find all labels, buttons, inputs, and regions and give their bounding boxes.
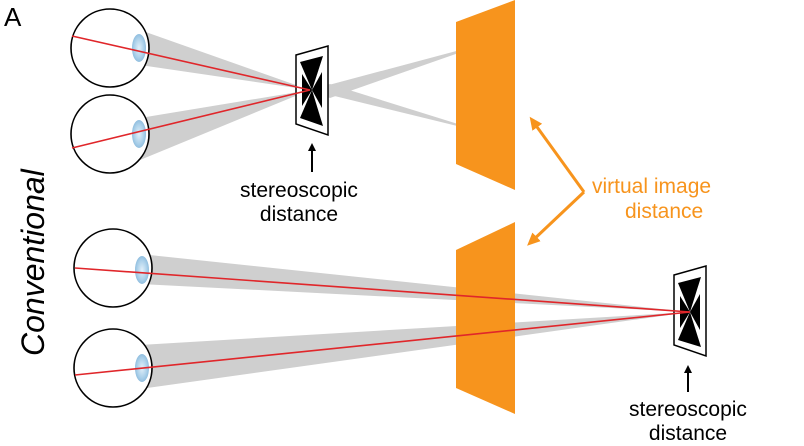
virtual-label-line1: virtual image: [592, 175, 711, 198]
bottom-stereo-target: [673, 265, 707, 358]
bottom-display-screen: [456, 222, 515, 414]
bottom-eye-1-lens: [135, 256, 149, 284]
top-stereo-label-line1: stereoscopic: [240, 179, 358, 202]
top-display-screen: [456, 0, 515, 190]
side-label: Conventional: [15, 168, 51, 356]
top-eye-1: [70, 8, 150, 88]
top-crossed-beam-upper: [310, 42, 490, 98]
bottom-stereo-label-line2: distance: [649, 422, 727, 445]
top-crossed-beam-lower: [310, 84, 490, 134]
top-eye-2-lens: [132, 120, 146, 148]
virtual-arrow-up: [529, 116, 586, 193]
top-stereo-target: [295, 45, 329, 137]
top-eye-1-lens: [132, 34, 146, 62]
bottom-eye2-beam: [75, 312, 690, 389]
virtual-label-line2: distance: [625, 200, 703, 223]
bottom-stereo-label-line1: stereoscopic: [629, 398, 747, 421]
virtual-arrow-down: [527, 190, 586, 246]
bottom-ray-2: [74, 311, 691, 376]
top-stereo-label-line2: distance: [260, 203, 338, 226]
top-ray-2: [71, 89, 311, 149]
panel-label: A: [4, 2, 22, 32]
bottom-eye1-beam: [75, 254, 690, 312]
top-eye-2: [70, 94, 150, 174]
bottom-eye-2: [73, 328, 153, 408]
top-ray-1: [71, 35, 311, 91]
bottom-eye-1: [73, 228, 153, 308]
bottom-ray-1: [74, 267, 691, 313]
